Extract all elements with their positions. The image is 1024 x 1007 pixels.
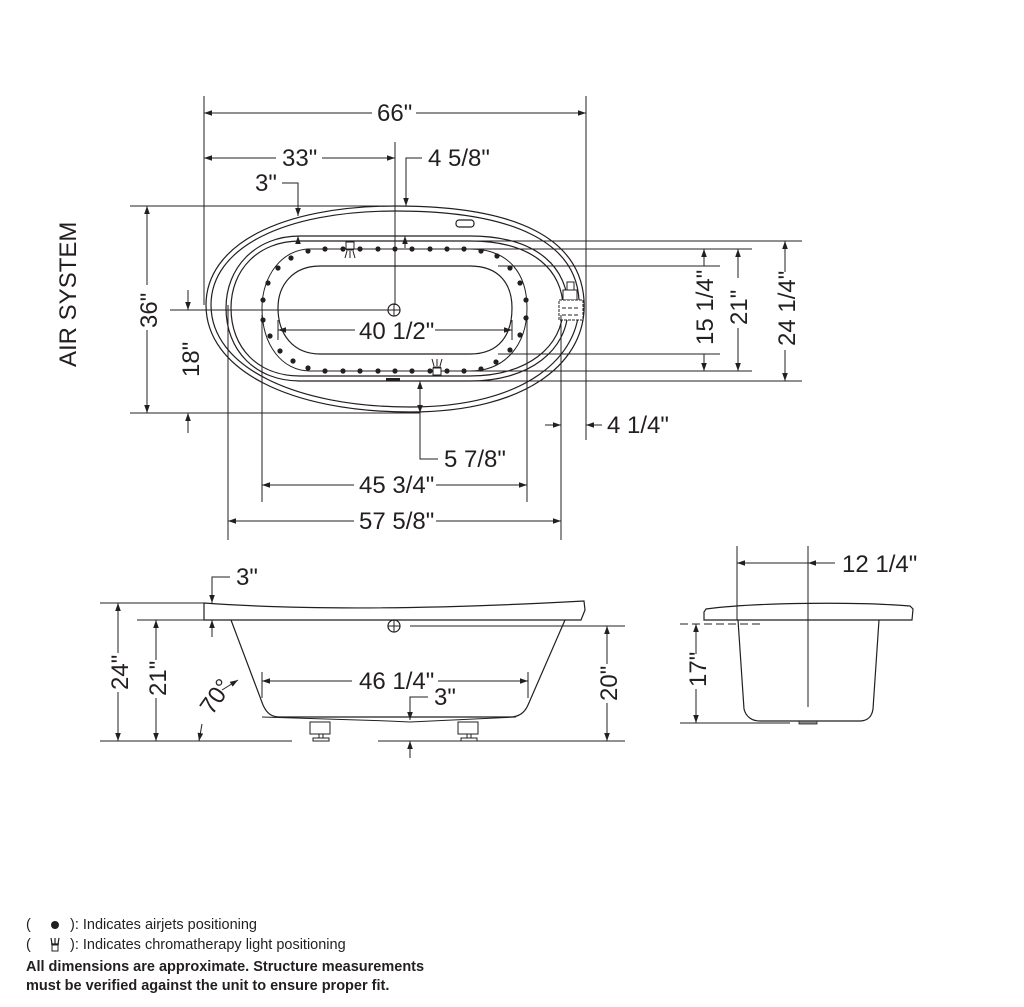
dim-center-offset: 12 1/4" — [842, 551, 917, 578]
dim-floor-length: 40 1/2" — [359, 318, 434, 345]
dim-front-offset: 5 7/8" — [444, 446, 506, 473]
dim-basin-width: 24 1/4" — [774, 271, 801, 346]
control-fitting-icon — [558, 281, 584, 321]
legend-light-text: ): Indicates chromatherapy light positio… — [70, 937, 346, 953]
airjet-dots — [260, 246, 529, 374]
end-view: 12 1/4" 17" — [680, 546, 917, 725]
dim-rim-width: 3" — [255, 170, 277, 197]
chromatherapy-light-icon — [344, 241, 443, 376]
legend-airjets: ( ): Indicates airjets positioning — [26, 915, 424, 935]
air-system-title: AIR SYSTEM — [55, 222, 82, 367]
dim-jet-ring-width: 15 1/4" — [692, 270, 719, 345]
side-view: 3" 24" 21" 70° 46 1/4" 3" 20" — [100, 564, 625, 758]
legend-open-paren: ( — [26, 937, 31, 953]
dim-overall-height: 24" — [107, 655, 134, 690]
dim-basin-length: 57 5/8" — [359, 508, 434, 535]
dim-half-width: 18" — [178, 342, 205, 377]
dim-rim-thickness: 3" — [236, 564, 258, 591]
legend-light: ( ): Indicates chromatherapy light posit… — [26, 935, 424, 955]
airjet-icon — [40, 921, 70, 929]
dim-side-offset: 4 1/4" — [607, 412, 669, 439]
dim-overall-length: 66" — [377, 100, 412, 127]
chromatherapy-light-icon — [40, 937, 70, 953]
dim-drain-offset: 4 5/8" — [428, 145, 490, 172]
top-view: 66" 33" 4 5/8" 3" 36" 18" 40 1/2" 15 1/4… — [130, 96, 802, 540]
legend-airjets-text: ): Indicates airjets positioning — [70, 917, 257, 933]
disclaimer-note: All dimensions are approximate. Structur… — [26, 958, 424, 996]
dim-bottom-length: 46 1/4" — [359, 668, 434, 695]
dim-inside-depth: 21" — [145, 661, 172, 696]
dim-wall-angle: 70° — [195, 674, 238, 719]
dim-half-length: 33" — [282, 145, 317, 172]
dim-leveling-offset: 3" — [434, 684, 456, 711]
dim-end-depth: 17" — [685, 652, 712, 687]
disclaimer-line-2: must be verified against the unit to ens… — [26, 978, 390, 994]
legend-open-paren: ( — [26, 917, 31, 933]
dim-inner-width: 21" — [726, 290, 753, 325]
dim-jet-ring-length: 45 3/4" — [359, 472, 434, 499]
legend: ( ): Indicates airjets positioning ( ): … — [26, 915, 424, 996]
disclaimer-line-1: All dimensions are approximate. Structur… — [26, 959, 425, 975]
dim-overflow-height: 20" — [596, 666, 623, 701]
dim-overall-width: 36" — [136, 293, 163, 328]
